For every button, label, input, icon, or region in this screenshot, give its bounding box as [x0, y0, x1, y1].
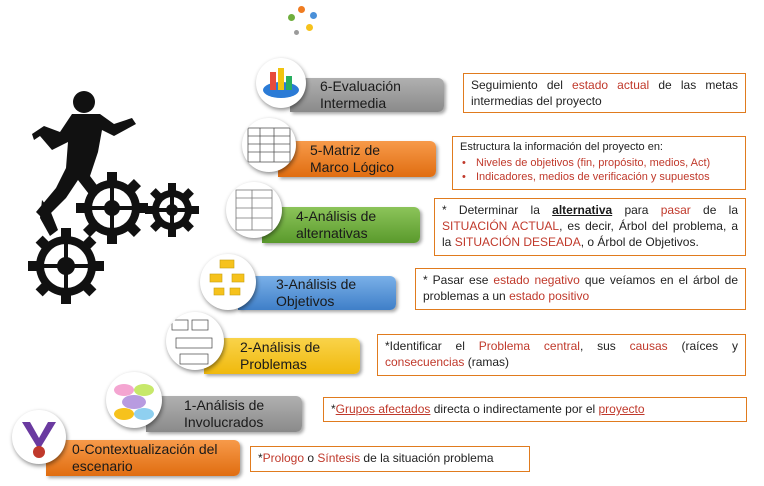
step-0-label-line1: 0-Contextualización del: [72, 441, 218, 457]
step-5-bar: 5-Matriz de Marco Lógico: [278, 141, 436, 177]
step-2-thumbnail: [166, 312, 224, 370]
step-2-label-line2: Problemas: [240, 356, 307, 372]
step-3-description: * Pasar ese estado negativo que veíamos …: [415, 268, 746, 310]
step-6-description: Seguimiento del estado actual de las met…: [463, 73, 746, 113]
step-6-label-line1: 6-Evaluación: [320, 78, 401, 94]
step-0-thumbnail: [12, 410, 66, 464]
step-3-label-line2: Objetivos: [276, 293, 335, 309]
step-0-bar: 0-Contextualización del escenario: [46, 440, 240, 476]
step-1-bar: 1-Análisis de Involucrados: [146, 396, 302, 432]
step-5-bullet-1: Niveles de objetivos (fin, propósito, me…: [462, 156, 738, 170]
step-1-thumbnail: [106, 372, 162, 428]
step-5-description: Estructura la información del proyecto e…: [452, 136, 746, 190]
step-2-bar: 2-Análisis de Problemas: [204, 338, 360, 374]
step-6-bar: 6-Evaluación Intermedia: [290, 78, 444, 112]
step-1-description: *Grupos afectados directa o indirectamen…: [323, 397, 747, 422]
step-3-label-line1: 3-Análisis de: [276, 276, 357, 292]
step-5-thumbnail: [242, 118, 296, 172]
step-2-description: *Identificar el Problema central, sus ca…: [377, 334, 746, 376]
step-5-label-line1: 5-Matriz de: [310, 142, 381, 158]
step-4-bar: 4-Análisis de alternativas: [262, 207, 420, 243]
step-3-thumbnail: [200, 254, 256, 310]
step-2-label-line1: 2-Análisis de: [240, 339, 321, 355]
step-0-label-line2: escenario: [72, 458, 133, 474]
step-1-label-line2: Involucrados: [184, 414, 264, 430]
step-4-description: * Determinar la alternativa para pasar d…: [434, 198, 746, 256]
step-5-label-line2: Marco Lógico: [310, 159, 395, 175]
step-6-label-line2: Intermedia: [320, 95, 387, 111]
step-6-thumbnail: [256, 58, 306, 108]
step-1-label-line1: 1-Análisis de: [184, 397, 265, 413]
step-4-label-line1: 4-Análisis de: [296, 208, 377, 224]
step-4-thumbnail: [226, 182, 282, 238]
runner-gears-illustration: [28, 91, 199, 304]
step-5-bullet-2: Indicadores, medios de verificación y su…: [462, 170, 738, 184]
step-0-description: *Prologo o Síntesis de la situación prob…: [250, 446, 530, 472]
step-4-label-line2: alternativas: [296, 225, 368, 241]
step-3-bar: 3-Análisis de Objetivos: [238, 276, 396, 310]
